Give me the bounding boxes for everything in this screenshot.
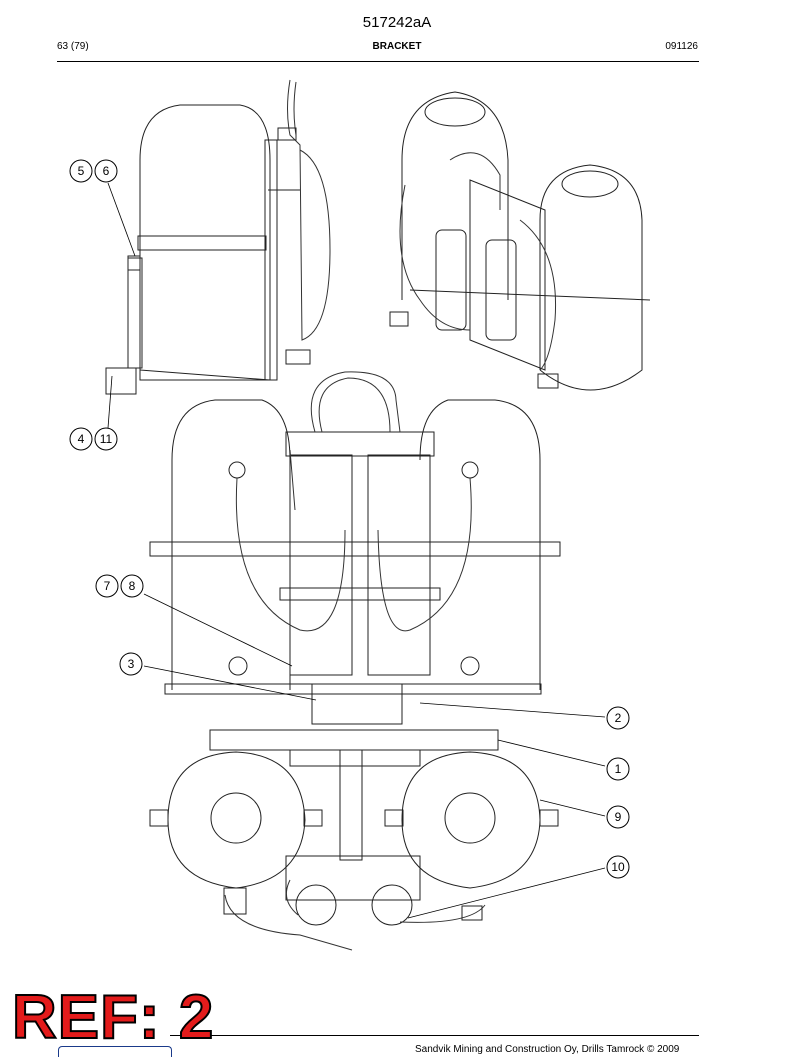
svg-text:11: 11 xyxy=(100,432,113,446)
side-view xyxy=(105,79,331,395)
brand-logo-icon xyxy=(58,1046,172,1057)
callout-9: 9 xyxy=(606,805,630,829)
callout-4: 4 xyxy=(69,427,93,451)
callout-5: 5 xyxy=(69,159,93,183)
page-title: BRACKET xyxy=(372,41,422,52)
svg-text:8: 8 xyxy=(129,579,136,593)
date-code: 091126 xyxy=(665,41,698,52)
svg-text:5: 5 xyxy=(78,164,85,178)
svg-text:4: 4 xyxy=(78,432,85,446)
callout-10: 10 xyxy=(606,855,630,879)
isometric-view xyxy=(389,91,651,391)
document-number: 517242aA xyxy=(362,14,432,31)
svg-text:9: 9 xyxy=(615,810,622,824)
top-view xyxy=(149,729,559,951)
ref-stamp: REF: 2 xyxy=(11,983,215,1052)
svg-text:3: 3 xyxy=(128,657,135,671)
front-view xyxy=(149,371,561,725)
svg-text:2: 2 xyxy=(615,711,622,725)
callout-8: 8 xyxy=(120,574,144,598)
callout-7: 7 xyxy=(95,574,119,598)
page-count: 63 (79) xyxy=(57,41,89,52)
callout-6: 6 xyxy=(94,159,118,183)
svg-text:7: 7 xyxy=(104,579,111,593)
svg-text:10: 10 xyxy=(611,860,625,874)
copyright-text: Sandvik Mining and Construction Oy, Dril… xyxy=(415,1044,680,1055)
svg-text:1: 1 xyxy=(615,762,622,776)
callout-3: 3 xyxy=(119,652,143,676)
callout-2: 2 xyxy=(606,706,630,730)
callout-11: 11 xyxy=(94,427,118,451)
callout-1: 1 xyxy=(606,757,630,781)
svg-text:6: 6 xyxy=(103,164,110,178)
leader-lines xyxy=(107,182,606,919)
header-rule xyxy=(57,61,699,62)
footer-rule xyxy=(170,1035,699,1036)
